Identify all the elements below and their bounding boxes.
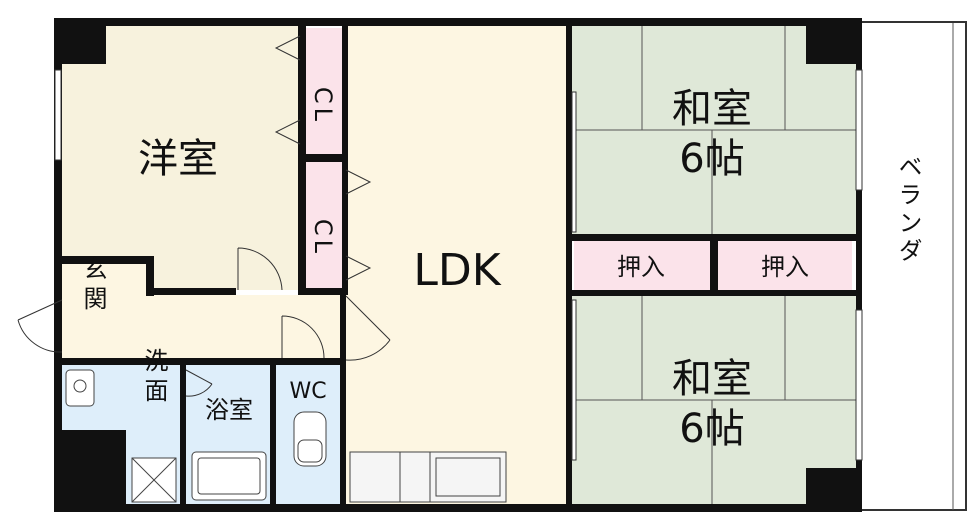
walls: [54, 18, 862, 512]
label-entrance: 玄関: [79, 256, 107, 316]
entrance-area: [62, 262, 345, 360]
label-toilet: WC: [289, 379, 326, 404]
label-washitsu-top-size: 6帖: [679, 136, 744, 182]
label-closet-lower: CL: [309, 219, 337, 257]
closet-lower-area: [305, 162, 342, 288]
oshiire-left-area: [574, 241, 710, 291]
label-balcony: ベランダ: [894, 154, 922, 266]
label-closet-upper: CL: [309, 87, 337, 125]
ldk-area: [346, 26, 568, 504]
bathtub: [191, 451, 267, 501]
label-washitsu-bottom: 和室: [672, 356, 752, 402]
closet-upper-area: [305, 28, 342, 154]
label-oshiire-right: 押入: [761, 253, 809, 281]
oshiire-right-area: [718, 241, 852, 291]
room-fills: [62, 22, 966, 510]
label-oshiire-left: 押入: [617, 253, 665, 281]
windows: [54, 69, 863, 461]
western-room-area: [62, 26, 300, 290]
label-western: 洋室: [138, 136, 218, 182]
labels: 洋室 CL CL LDK 和室 6帖 押入 押入 和室 6帖 玄関 洗面 浴室 …: [79, 86, 922, 452]
toilet-fixture: [293, 411, 327, 467]
balcony-area: [860, 22, 966, 510]
label-washitsu-top: 和室: [672, 86, 752, 132]
fixtures: [65, 369, 507, 503]
wash-basin: [65, 369, 95, 407]
kitchen-counter: [349, 451, 507, 503]
label-bathroom: 浴室: [205, 396, 253, 424]
tatami-lines: [572, 26, 856, 504]
label-ldk: LDK: [413, 245, 501, 296]
doors: [17, 35, 391, 397]
label-washitsu-bottom-size: 6帖: [679, 406, 744, 452]
label-washroom: 洗面: [140, 348, 168, 408]
